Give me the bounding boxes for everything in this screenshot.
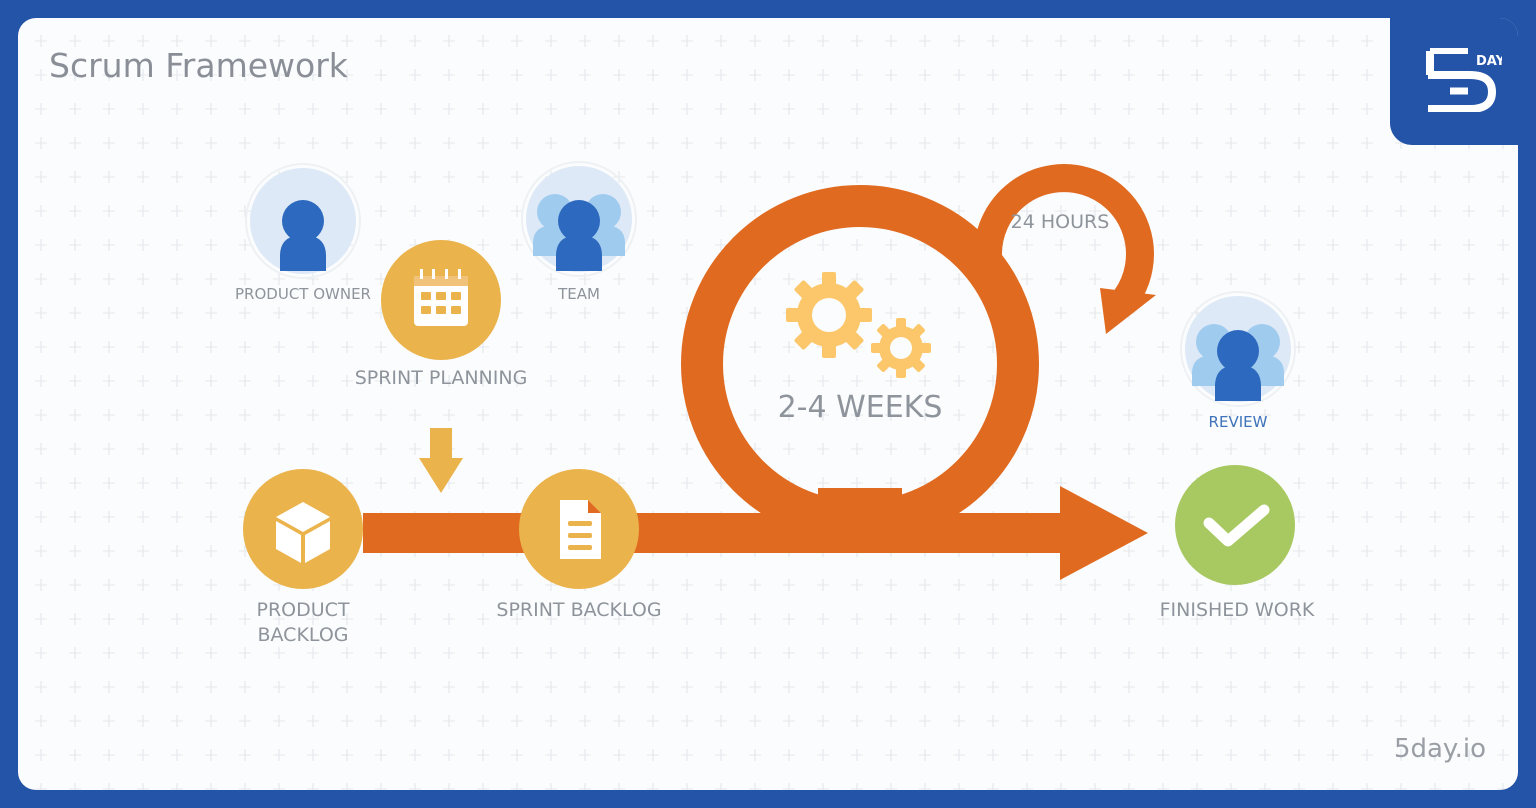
group-icon: [533, 194, 625, 271]
review-avatar: [1180, 291, 1296, 407]
product-backlog-label: PRODUCT BACKLOG: [256, 599, 350, 646]
scrum-framework-card: Scrum Framework DAY: [18, 18, 1518, 790]
grid-background: [18, 18, 1518, 790]
product-owner-label: PRODUCT OWNER: [235, 285, 371, 303]
scrum-diagram: [243, 161, 1296, 589]
finished-work-node: [1175, 465, 1295, 585]
cube-icon: [276, 502, 330, 563]
sprint-backlog-node: [519, 469, 639, 589]
sprint-backlog-label: SPRINT BACKLOG: [496, 599, 662, 621]
page-title: Scrum Framework: [49, 46, 348, 85]
checkmark-icon: [1203, 504, 1270, 547]
person-icon: [280, 200, 326, 271]
group-icon: [1192, 324, 1284, 401]
daily-scrum-arrow: [973, 164, 1156, 334]
brand-logo: DAY: [1426, 48, 1502, 112]
team-label: TEAM: [558, 285, 600, 303]
product-owner-avatar: [245, 163, 361, 279]
document-icon: [560, 500, 601, 559]
brand-logo-tab: [1390, 18, 1518, 145]
finished-work-label: FINISHED WORK: [1159, 599, 1315, 621]
planning-down-arrow: [419, 428, 463, 493]
calendar-icon: [414, 269, 468, 326]
brand-logo-text: DAY: [1476, 54, 1502, 69]
sprint-flow-arrow: [363, 486, 1148, 580]
team-avatar: [521, 161, 637, 277]
sprint-planning-label: SPRINT PLANNING: [354, 367, 528, 389]
brand-url: 5day.io: [1393, 734, 1486, 764]
product-backlog-node: [243, 469, 363, 589]
sprint-loop: [681, 185, 1039, 543]
sprint-duration-label: 2-4 WEEKS: [777, 390, 943, 425]
sprint-planning-node: [381, 240, 501, 360]
daily-duration-label: 24 HOURS: [1010, 211, 1110, 233]
gears-icon: [786, 272, 931, 378]
review-label: REVIEW: [1208, 413, 1268, 431]
